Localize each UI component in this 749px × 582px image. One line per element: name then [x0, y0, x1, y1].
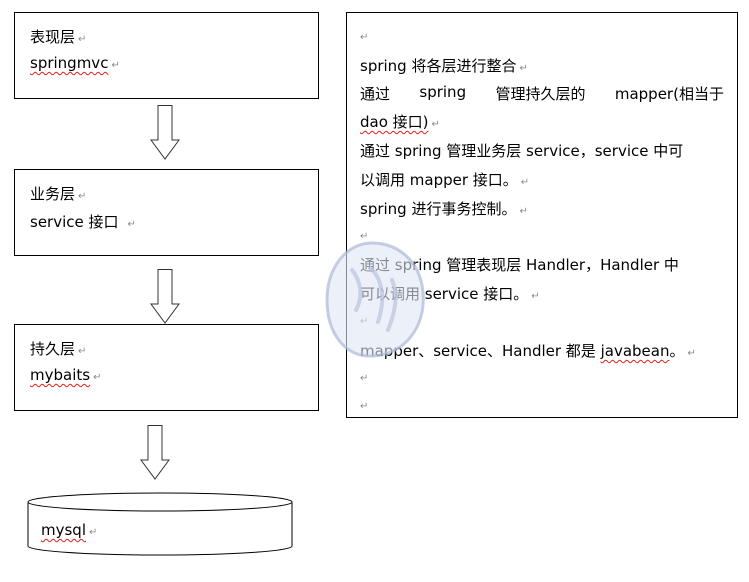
description-line: 通过 spring 管理表现层 Handler，Handler 中	[360, 256, 679, 274]
description-line: dao 接口)↵	[360, 113, 440, 131]
description-line: 通过 spring 管理持久层的 mapper(相当于	[360, 83, 724, 103]
paragraph-mark: ↵	[360, 32, 369, 43]
business-layer-box: 业务层↵ service 接口↵	[14, 169, 319, 256]
layer-subtitle: mybaits↵	[30, 366, 102, 384]
layer-title: 持久层↵	[30, 340, 87, 358]
paragraph-mark: ↵	[360, 231, 369, 242]
presentation-layer-box: 表现层↵ springmvc↵	[14, 12, 319, 99]
description-line: spring 将各层进行整合↵	[360, 57, 528, 75]
database-cylinder-icon	[27, 492, 293, 556]
layer-title: 表现层↵	[30, 28, 87, 46]
watermark-seal-icon	[325, 241, 425, 358]
down-arrow-icon	[150, 105, 180, 160]
layer-subtitle: service 接口↵	[30, 213, 136, 231]
layer-title: 业务层↵	[30, 185, 87, 203]
description-line: 通过 spring 管理业务层 service，service 中可	[360, 142, 684, 160]
description-line: spring 进行事务控制。↵	[360, 200, 528, 218]
database-label: mysql↵	[41, 521, 98, 539]
layer-subtitle: springmvc↵	[30, 54, 120, 72]
description-line: mapper、service、Handler 都是 javabean。↵	[360, 342, 696, 360]
paragraph-mark: ↵	[360, 373, 369, 384]
paragraph-mark: ↵	[360, 401, 369, 412]
down-arrow-icon	[140, 425, 170, 480]
description-line: 以调用 mapper 接口。↵	[360, 171, 530, 189]
persistence-layer-box: 持久层↵ mybaits↵	[14, 324, 319, 411]
down-arrow-icon	[150, 269, 180, 324]
description-text-box: ↵ spring 将各层进行整合↵ 通过 spring 管理持久层的 mappe…	[346, 12, 738, 418]
